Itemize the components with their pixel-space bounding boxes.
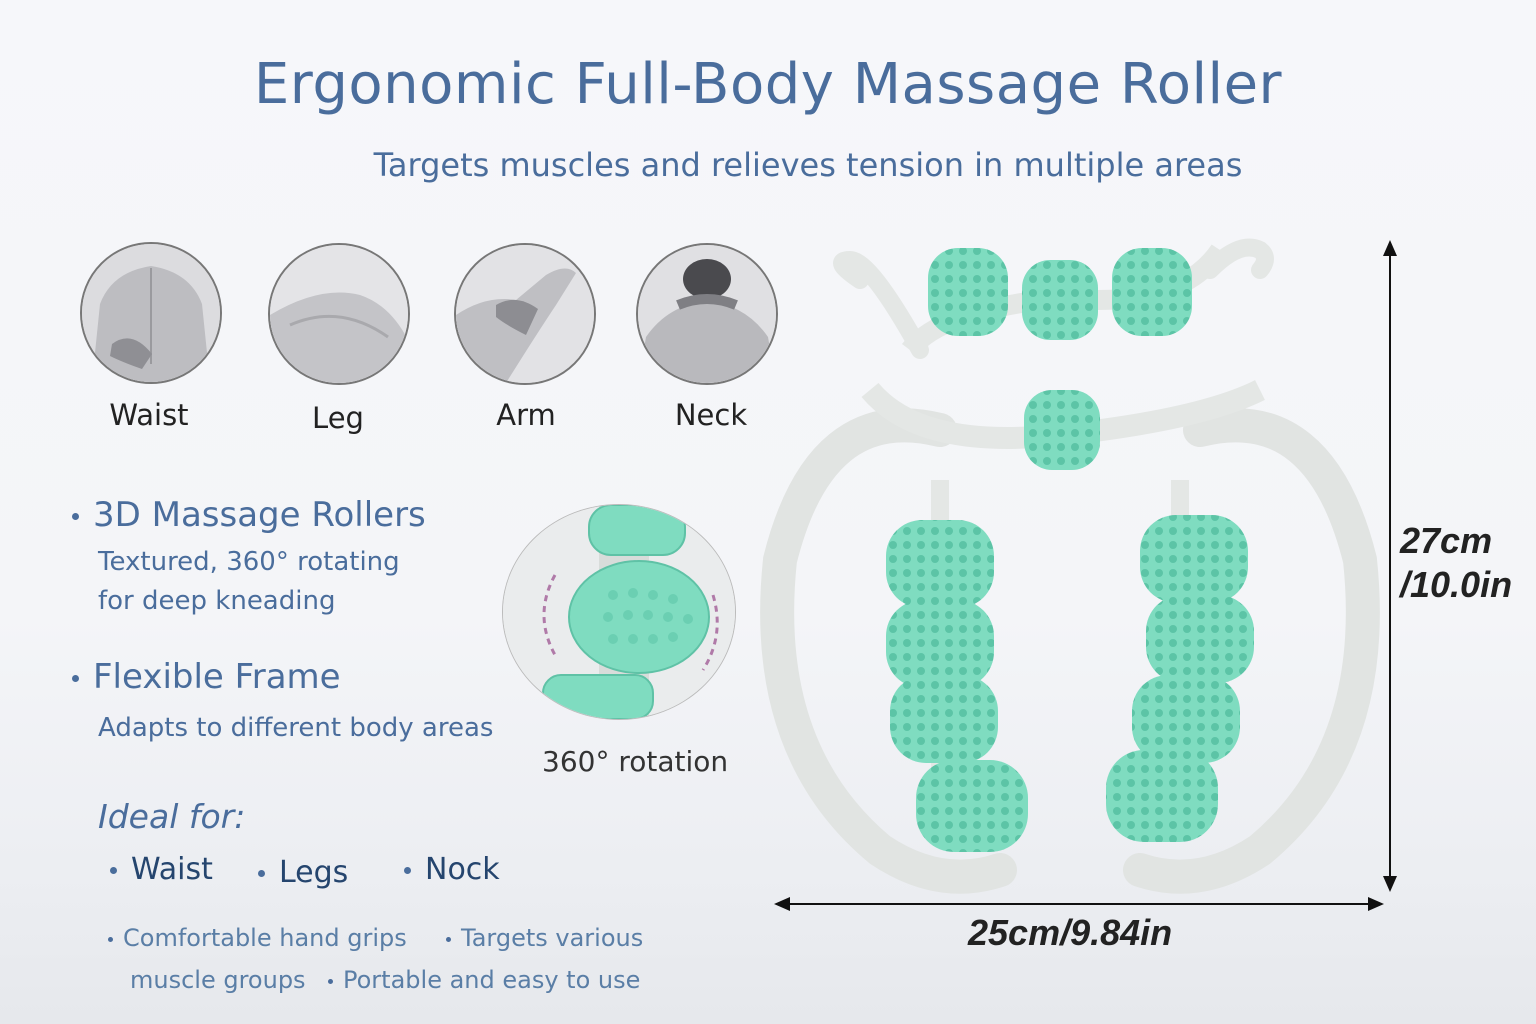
ideal-item-waist: Waist: [110, 852, 213, 887]
ideal-item-nock: Nock: [404, 852, 500, 887]
area-label-leg: Leg: [312, 401, 364, 435]
bullet-dot: [328, 978, 333, 984]
page-title: Ergonomic Full-Body Massage Roller: [253, 52, 1283, 117]
feature-heading-rollers: 3D Massage Rollers: [72, 495, 426, 535]
feature-text-frame: Adapts to different body areas: [98, 713, 494, 743]
extra-hand-grips: Comfortable hand grips: [108, 924, 407, 952]
bullet-dot: [72, 675, 79, 682]
ideal-for-heading: Ideal for:: [98, 797, 246, 836]
bullet-dot: [108, 936, 113, 942]
width-dimension: 25cm/9.84in: [968, 912, 1173, 953]
leg-photo-icon: [268, 243, 410, 385]
height-dimension-in: /10.0in: [1400, 564, 1513, 605]
area-label-arm: Arm: [496, 398, 556, 432]
bullet-dot: [404, 867, 411, 874]
bullet-dot: [110, 867, 117, 874]
bullet-dot: [258, 870, 265, 877]
dimension-arrows: [770, 236, 1410, 916]
height-dimension-cm: 27cm: [1400, 520, 1493, 561]
arm-photo-icon: [454, 243, 596, 385]
extra-muscle-groups: muscle groups: [130, 966, 306, 994]
ideal-item-legs: Legs: [258, 855, 348, 890]
rotation-label: 360° rotation: [542, 745, 729, 778]
page-subtitle: Targets muscles and relieves tension in …: [373, 146, 1243, 184]
extra-portable: Portable and easy to use: [328, 966, 640, 994]
extra-targets: Targets various: [446, 924, 643, 952]
area-label-waist: Waist: [109, 398, 189, 432]
bullet-dot: [446, 936, 451, 942]
feature-text-rollers: Textured, 360° rotating for deep kneadin…: [98, 547, 400, 616]
feature-heading-frame: Flexible Frame: [72, 657, 341, 697]
neck-photo-icon: [636, 243, 778, 385]
rotation-detail-image: [502, 504, 736, 720]
area-label-neck: Neck: [674, 398, 748, 432]
bullet-dot: [72, 513, 79, 520]
waist-photo-icon: [80, 242, 222, 384]
massage-roller-product-image: [760, 230, 1400, 910]
